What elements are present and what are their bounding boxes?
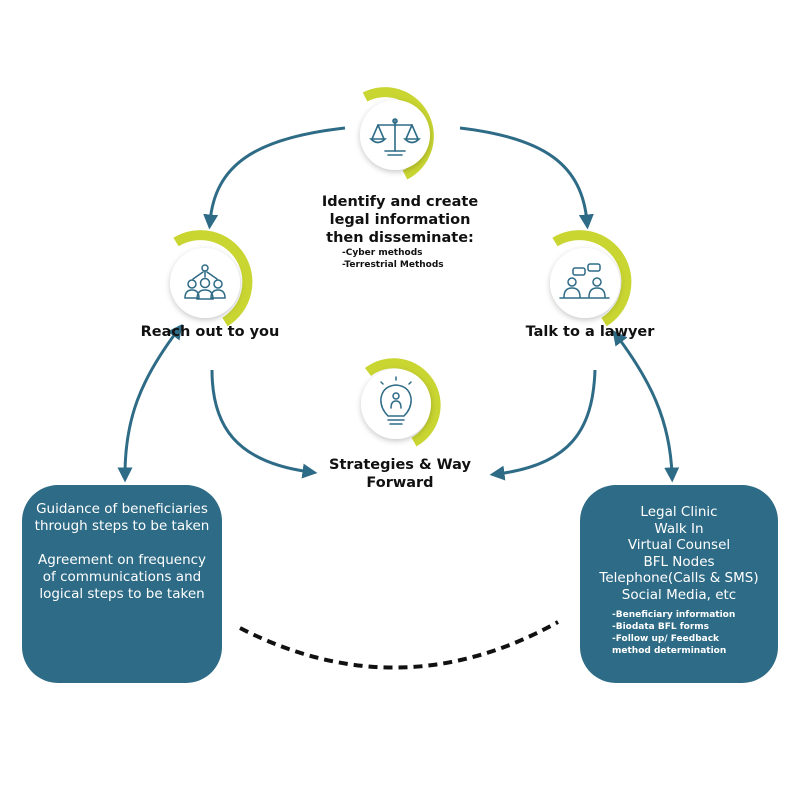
top-node-sub-item: -Cyber methods [342,248,423,258]
channels-box: Legal Clinic Walk In Virtual Counsel BFL… [580,485,778,683]
left-node-label: Reach out to you [140,324,280,340]
channel-item: Virtual Counsel [627,537,731,553]
top-node-badge [360,87,434,180]
arrow-right-to-center [489,369,597,481]
center-node-label: Strategies & Way Forward [315,456,485,492]
agreement-paragraph: Agreement on frequency of communications… [37,552,207,602]
left-node-badge [170,230,253,327]
top-node-title-line: then disseminate: [326,230,474,246]
top-node-sub-item: -Terrestrial Methods [342,260,444,270]
arrow-left-to-center [210,369,318,479]
guidance-paragraph: Guidance of beneficiaries through steps … [34,501,210,534]
right-node-badge [550,230,632,327]
channel-item: Telephone(Calls & SMS) [599,570,759,586]
arrow-top-to-right [459,126,594,230]
dashed-connector [239,620,559,670]
lightbulb-idea-icon [380,376,412,425]
channel-list: Legal Clinic Walk In Virtual Counsel BFL… [580,504,778,603]
channel-item: Legal Clinic [640,504,718,520]
channel-sub-item: method determination [612,646,727,656]
channel-sub-item: -Follow up/ Feedback [612,634,720,644]
channel-sub-item: -Beneficiary information [612,610,736,620]
right-node-label: Talk to a lawyer [525,324,655,340]
top-node-title: Identify and create legal information th… [300,193,500,247]
conversation-people-icon [559,263,610,299]
top-node-title-line: legal information [329,212,471,228]
top-node-title-line: Identify and create [321,194,479,210]
connector-arrows [117,126,680,483]
arrow-left-box-link [117,324,183,483]
channel-sub-list: -Beneficiary information -Biodata BFL fo… [612,609,778,657]
center-node-badge [361,358,441,447]
arrow-right-box-link [612,329,680,483]
center-node-label-line: Forward [366,475,434,491]
channel-item: Social Media, etc [621,586,737,603]
arrow-top-to-left [203,126,346,230]
channel-item: Walk In [654,520,704,537]
guidance-box: Guidance of beneficiaries through steps … [22,485,222,683]
channel-item: BFL Nodes [643,553,715,570]
top-node-sub-list: -Cyber methods -Terrestrial Methods [342,247,444,271]
scales-of-justice-icon [369,118,421,156]
team-network-icon [184,264,226,300]
center-node-label-line: Strategies & Way [329,457,471,473]
channel-sub-item: -Biodata BFL forms [612,622,710,632]
